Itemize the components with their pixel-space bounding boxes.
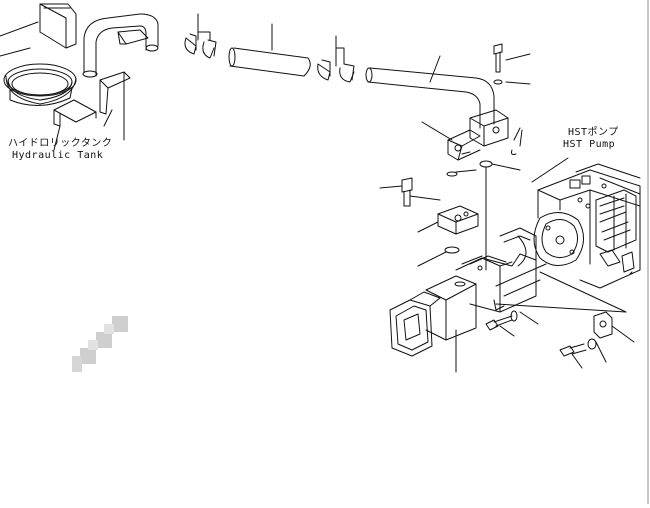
hst-pump-label-jp: HSTポンプ bbox=[568, 127, 619, 138]
hst-pump bbox=[534, 164, 640, 288]
small-fitting bbox=[512, 128, 523, 155]
bolt-top bbox=[494, 44, 530, 84]
watermark-blocks bbox=[72, 316, 128, 372]
leader-line-hst bbox=[532, 158, 568, 182]
leader-line-pump bbox=[540, 272, 626, 312]
gear-pump bbox=[390, 228, 546, 372]
o-rings bbox=[418, 161, 520, 270]
pump-feed-pipe bbox=[366, 56, 494, 128]
bolt-mid bbox=[380, 178, 440, 206]
leader-line-pump-2 bbox=[496, 304, 626, 312]
suction-pipe-bend bbox=[83, 14, 158, 77]
hose-clamp-set-2 bbox=[318, 36, 354, 82]
hydraulic-tank bbox=[0, 4, 130, 150]
hydraulic-tank-label-jp: ハイドロリックタンク bbox=[8, 138, 113, 149]
mounting-bolts bbox=[486, 311, 634, 368]
pipe-flange-block bbox=[422, 110, 508, 160]
straight-hose bbox=[229, 24, 310, 76]
hose-clamp-set-1 bbox=[185, 14, 216, 58]
hydraulic-tank-label-en: Hydraulic Tank bbox=[12, 150, 104, 161]
hst-pump-label-en: HST Pump bbox=[563, 139, 616, 150]
adapter-block bbox=[418, 206, 478, 234]
